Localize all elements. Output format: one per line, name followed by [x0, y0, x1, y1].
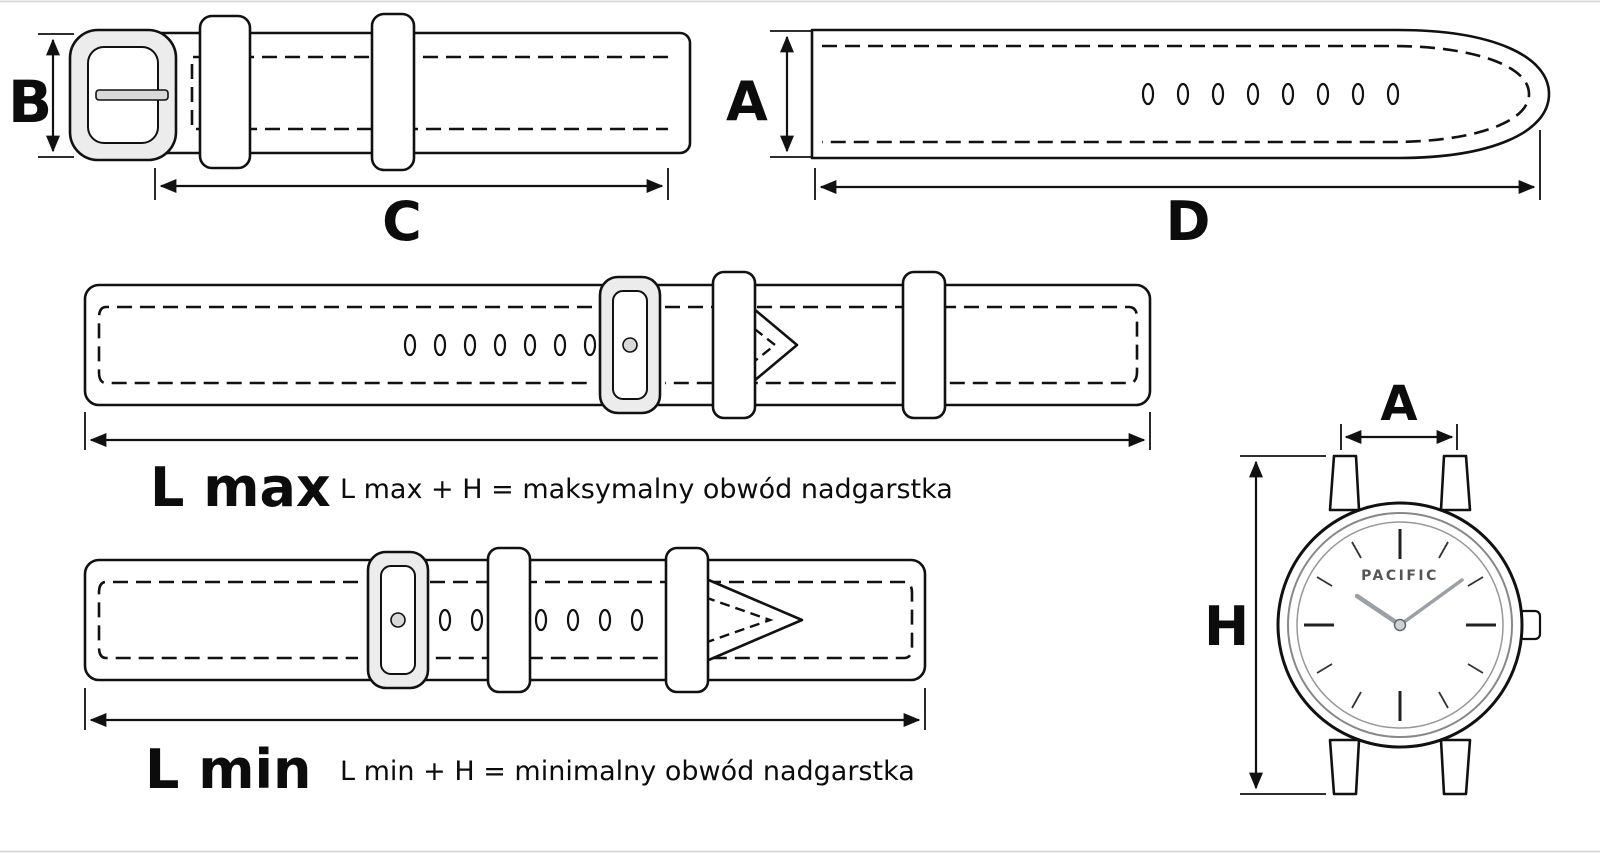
hole [523, 333, 537, 357]
long-strap-piece: A D [726, 28, 1551, 253]
hole [438, 608, 452, 632]
stitch-line [190, 55, 668, 131]
strap-tip-stitch [689, 590, 774, 650]
marker-5 [1438, 691, 1449, 709]
stitch-line-right [665, 305, 1139, 385]
buckle-prong [622, 337, 638, 353]
hole [1386, 82, 1400, 106]
dim-label-lmax: L max [150, 456, 331, 519]
formula-lmax: L max + H = maksymalny obwód nadgarstka [340, 474, 953, 505]
dim-label-d: D [1166, 190, 1211, 253]
lug-top-left [1328, 454, 1361, 512]
stitch-line [822, 44, 1531, 144]
keeper-loop-2 [901, 270, 947, 420]
assembled-strap-min: L min L min + H = minimalny obwód nadgar… [83, 546, 927, 801]
stitch-line-left [97, 305, 592, 385]
dim-label-a: A [726, 70, 768, 133]
assembled-strap-max: L max L max + H = maksymalny obwód nadga… [83, 270, 1152, 519]
marker-11 [1351, 541, 1362, 559]
hole [553, 333, 567, 357]
marker-1 [1438, 541, 1449, 559]
dim-label-c: C [382, 190, 422, 253]
hole [583, 333, 597, 357]
hole [1211, 82, 1225, 106]
hole [433, 333, 447, 357]
hole [1141, 82, 1155, 106]
stitch-line-right [430, 580, 914, 660]
stitch-line-left [97, 580, 358, 660]
hole [566, 608, 580, 632]
dim-label-h: H [1204, 595, 1249, 658]
buckle-prong [95, 89, 169, 101]
marker-8 [1316, 663, 1333, 674]
formula-lmin: L min + H = minimalny obwód nadgarstka [340, 756, 915, 787]
keeper-loop-1 [486, 546, 532, 694]
hole [1281, 82, 1295, 106]
hole [463, 333, 477, 357]
marker-7 [1351, 691, 1362, 709]
fixed-keeper-loop [198, 14, 252, 170]
dim-label-a-watch: A [1380, 376, 1417, 432]
hole [534, 608, 548, 632]
watch-drawing: PACIFIC A H [1204, 376, 1542, 796]
hour-markers [1304, 529, 1496, 721]
dim-label-b: B [8, 68, 52, 136]
lug-bottom-right [1439, 738, 1472, 796]
hands-center-pin [1393, 618, 1407, 632]
marker-4 [1467, 663, 1484, 674]
hole [1316, 82, 1330, 106]
hole [1351, 82, 1365, 106]
lug-top-right [1439, 454, 1472, 512]
hole [598, 608, 612, 632]
strap-tip [689, 570, 804, 670]
minute-hand [1398, 578, 1464, 627]
hole [470, 608, 484, 632]
hour-hand [1354, 593, 1403, 628]
hole [630, 608, 644, 632]
marker-10 [1316, 576, 1333, 587]
hole [1176, 82, 1190, 106]
dim-label-lmin: L min [145, 738, 311, 801]
adjustment-holes [1141, 82, 1400, 106]
buckle-strap-piece: B C [8, 12, 692, 253]
keeper-loop-1 [711, 270, 757, 420]
buckle-prong [390, 612, 406, 628]
floating-keeper-loop [370, 12, 416, 172]
hole [493, 333, 507, 357]
marker-2 [1467, 576, 1484, 587]
keeper-loop-2 [664, 546, 710, 694]
hole [1246, 82, 1260, 106]
hole [403, 333, 417, 357]
watch-brand-text: PACIFIC [1361, 568, 1439, 584]
lug-bottom-left [1328, 738, 1361, 796]
adjustment-holes [403, 333, 597, 357]
